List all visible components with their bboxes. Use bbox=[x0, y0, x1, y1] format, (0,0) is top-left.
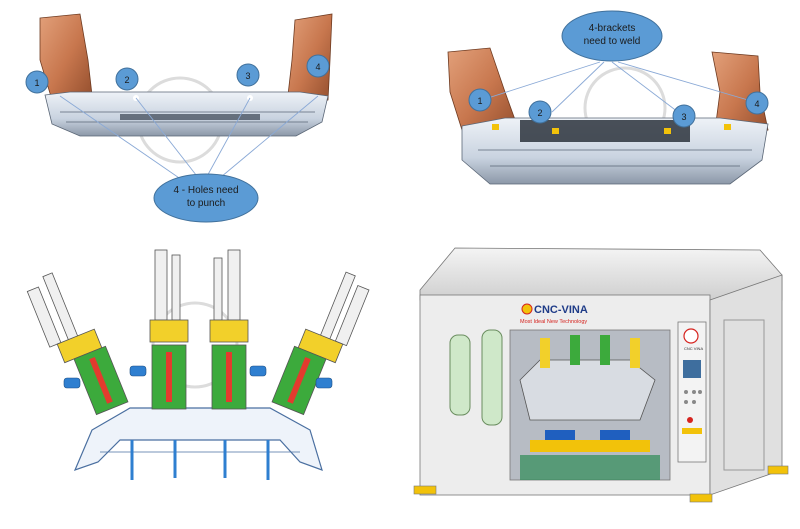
marker-3: 3 bbox=[236, 63, 260, 87]
weld-bracket bbox=[724, 124, 731, 130]
panel-top-right: 1 2 3 4 4-brackets need to weld bbox=[447, 10, 769, 185]
marker-label: 2 bbox=[124, 75, 129, 85]
side-window bbox=[449, 334, 471, 416]
marker-label: 2 bbox=[537, 108, 542, 118]
marker-label: 4 bbox=[315, 62, 320, 72]
marker-label: 3 bbox=[245, 71, 250, 81]
fixture-unit bbox=[149, 249, 189, 410]
machine-roof bbox=[419, 247, 783, 301]
panel-bottom-right: CNC-VINA Most Ideal New Technology CNC V… bbox=[413, 247, 789, 503]
fixture-unit bbox=[209, 249, 249, 410]
callout-brackets: 4-brackets need to weld bbox=[561, 10, 663, 62]
marker-2: 2 bbox=[115, 67, 139, 91]
callout-holes: 4 - Holes need to punch bbox=[153, 173, 259, 223]
callout-line2: need to weld bbox=[584, 36, 641, 47]
panel-label: CNC VINA bbox=[684, 346, 703, 351]
machine-side-panel bbox=[709, 274, 783, 496]
marker-label: 1 bbox=[477, 96, 482, 106]
marker-4: 4 bbox=[745, 91, 769, 115]
weld-bracket bbox=[664, 128, 671, 134]
brand-tagline: Most Ideal New Technology bbox=[520, 319, 587, 325]
bumper-outline bbox=[73, 407, 323, 472]
marker-2: 2 bbox=[528, 100, 552, 124]
marker-label: 1 bbox=[34, 78, 39, 88]
callout-line1: 4 - Holes need bbox=[173, 185, 238, 196]
weld-bracket bbox=[492, 124, 499, 130]
side-window bbox=[481, 329, 503, 426]
marker-1: 1 bbox=[468, 88, 492, 112]
fixture-unit bbox=[26, 272, 129, 416]
marker-1: 1 bbox=[25, 70, 49, 94]
marker-label: 3 bbox=[681, 112, 686, 122]
callout-line2: to punch bbox=[187, 198, 225, 209]
callout-line1: 4-brackets bbox=[589, 23, 636, 34]
panel-top-left: 1 2 3 4 4 - Holes need to punch bbox=[25, 13, 333, 223]
marker-3: 3 bbox=[672, 104, 696, 128]
marker-4: 4 bbox=[306, 54, 330, 78]
marker-label: 4 bbox=[754, 99, 759, 109]
hmi-screen bbox=[683, 360, 701, 378]
brand-sign: CNC-VINA Most Ideal New Technology bbox=[520, 303, 588, 325]
panel-bottom-left bbox=[26, 249, 370, 480]
fixture-unit bbox=[271, 271, 370, 416]
weld-bracket bbox=[552, 128, 559, 134]
brand-name: CNC-VINA bbox=[534, 304, 588, 316]
